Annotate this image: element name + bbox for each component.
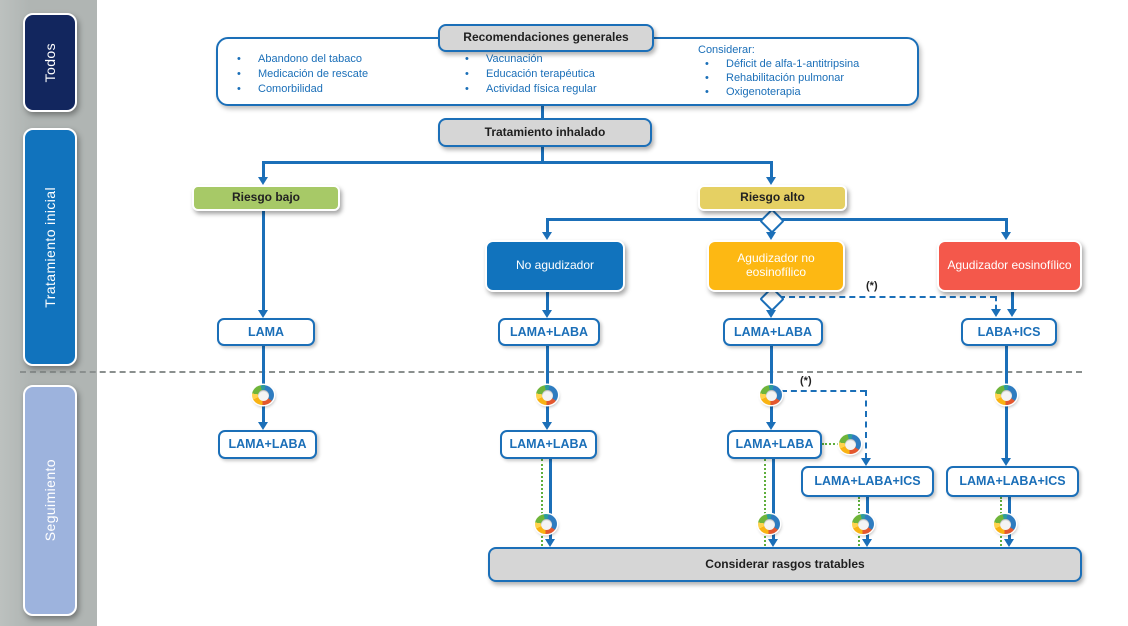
considerar-header: Considerar: (698, 44, 755, 56)
phase-label-todos: Todos (23, 13, 77, 112)
lama-laba-box: LAMA+LABA (727, 430, 822, 459)
recommendations-list-2: Vacunación Educación terapéutica Activid… (456, 52, 597, 97)
lama-laba-ics-box: LAMA+LABA+ICS (801, 466, 934, 497)
riesgo-bajo-box: Riesgo bajo (192, 185, 340, 211)
lama-laba-ics-box: LAMA+LABA+ICS (946, 466, 1079, 497)
connector (1005, 342, 1008, 386)
phase-label-tratamiento-inicial-text: Tratamiento inicial (42, 186, 58, 308)
arrowhead-down (1007, 309, 1017, 317)
recommendations-list-3: Déficit de alfa-1-antitripsina Rehabilit… (696, 57, 859, 99)
connector (262, 207, 265, 311)
connector (1011, 284, 1014, 310)
list-item: Comorbilidad (228, 82, 368, 97)
connector (262, 161, 265, 178)
list-item: Medicación de rescate (228, 67, 368, 82)
agudizador-eosinofilico-box: Agudizador eosinofílico (937, 240, 1082, 292)
tratamiento-inhalado-box: Tratamiento inhalado (438, 118, 652, 147)
arrowhead-down (766, 422, 776, 430)
agudizador-no-eosinofilico-box: Agudizador no eosinofílico (707, 240, 845, 292)
phase-label-seguimiento: Seguimiento (23, 385, 77, 616)
connector-deescalate (541, 459, 543, 546)
arrowhead-down (258, 177, 268, 185)
connector (546, 284, 549, 312)
cycle-icon (252, 385, 274, 405)
connector (262, 404, 265, 424)
list-item: Déficit de alfa-1-antitripsina (696, 57, 859, 71)
cycle-icon (994, 514, 1016, 534)
arrowhead-down (258, 422, 268, 430)
connector (546, 342, 549, 386)
connector-deescalate (764, 459, 766, 546)
connector-dashed (865, 390, 867, 459)
cycle-icon (995, 385, 1017, 405)
decision-diamond-icon (759, 208, 785, 234)
connector-dashed (995, 296, 997, 310)
phase-divider-line (20, 371, 1082, 373)
connector (546, 218, 549, 233)
arrowhead-down (542, 422, 552, 430)
arrowhead-down (861, 458, 871, 466)
arrowhead-down (766, 177, 776, 185)
connector (770, 342, 773, 386)
connector (770, 404, 773, 424)
lama-laba-box: LAMA+LABA (723, 318, 823, 346)
phase-label-tratamiento-inicial: Tratamiento inicial (23, 128, 77, 366)
lama-laba-box: LAMA+LABA (498, 318, 600, 346)
cycle-icon (852, 514, 874, 534)
connector (546, 404, 549, 424)
lama-laba-box: LAMA+LABA (500, 430, 597, 459)
list-item: Rehabilitación pulmonar (696, 71, 859, 85)
cycle-icon (839, 434, 861, 454)
connector (541, 101, 544, 118)
connector (1005, 218, 1008, 233)
connector (770, 161, 773, 178)
no-agudizador-box: No agudizador (485, 240, 625, 292)
asterisk-note: (*) (800, 375, 812, 387)
laba-ics-box: LABA+ICS (961, 318, 1057, 346)
list-item: Abandono del tabaco (228, 52, 368, 67)
connector-deescalate (822, 443, 839, 445)
arrowhead-down (766, 310, 776, 318)
arrowhead-down (1004, 539, 1014, 547)
connector (262, 342, 265, 386)
connector (772, 455, 775, 541)
cycle-icon (758, 514, 780, 534)
arrowhead-down (862, 539, 872, 547)
list-item: Oxigenoterapia (696, 85, 859, 99)
considerar-rasgos-tratables-bar: Considerar rasgos tratables (488, 547, 1082, 582)
connector-dashed (779, 296, 996, 298)
lama-box: LAMA (217, 318, 315, 346)
arrowhead-down (1001, 458, 1011, 466)
cycle-icon (760, 385, 782, 405)
arrowhead-down (258, 310, 268, 318)
recommendations-list-1: Abandono del tabaco Medicación de rescat… (228, 52, 368, 97)
arrowhead-down (542, 232, 552, 240)
connector (549, 455, 552, 541)
lama-laba-box: LAMA+LABA (218, 430, 317, 459)
phase-label-seguimiento-text: Seguimiento (42, 459, 58, 542)
connector (541, 143, 544, 163)
list-item: Actividad física regular (456, 82, 597, 97)
arrowhead-down (1001, 232, 1011, 240)
arrowhead-down (545, 539, 555, 547)
list-item: Educación terapéutica (456, 67, 597, 82)
phase-label-todos-text: Todos (42, 42, 58, 83)
arrowhead-down (766, 232, 776, 240)
asterisk-note: (*) (866, 280, 878, 292)
arrowhead-down (542, 310, 552, 318)
cycle-icon (536, 385, 558, 405)
connector (262, 161, 773, 164)
recommendations-title-box: Recomendaciones generales (438, 24, 654, 52)
connector (1005, 404, 1008, 460)
arrowhead-down (991, 309, 1001, 317)
arrowhead-down (768, 539, 778, 547)
connector-dashed (781, 390, 866, 392)
cycle-icon (535, 514, 557, 534)
riesgo-alto-box: Riesgo alto (698, 185, 847, 211)
list-item: Vacunación (456, 52, 597, 67)
